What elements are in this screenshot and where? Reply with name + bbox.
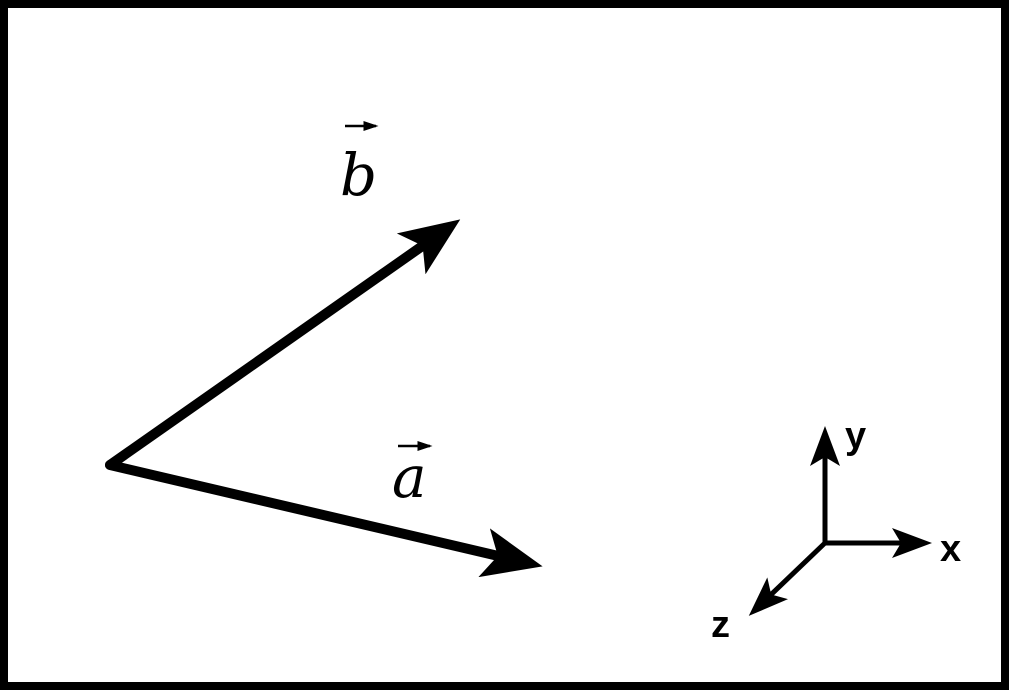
vector-a-letter: a [392,443,427,511]
vector-b-letter: b [340,141,377,209]
x-axis-label: x [940,528,961,570]
vector-b-label: b [340,121,379,209]
vector-a-label: a [392,441,433,511]
z-axis-arrow [748,540,828,616]
vector-b-arrow [105,219,461,470]
coordinate-axes: y x z [711,415,961,646]
vector-a-arrow [105,460,543,578]
y-axis-label: y [845,415,866,457]
z-axis-label: z [711,604,730,646]
